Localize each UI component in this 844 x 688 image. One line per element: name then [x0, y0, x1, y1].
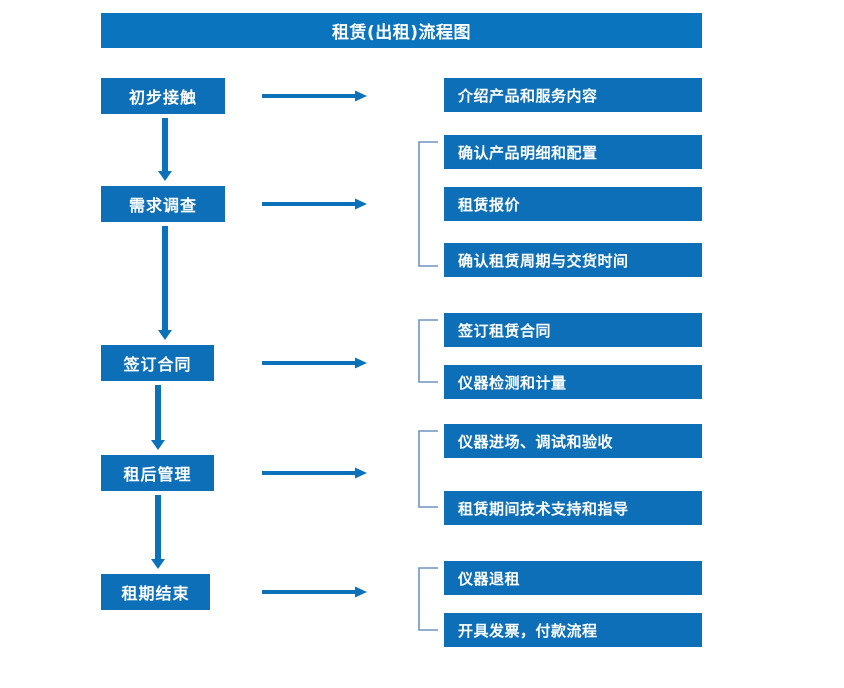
- stage-box-4[interactable]: 租后管理: [101, 455, 214, 491]
- detail-box-8[interactable]: 租赁期间技术支持和指导: [444, 491, 702, 525]
- detail-box-2[interactable]: 确认产品明细和配置: [444, 135, 702, 169]
- right-arrow-icon-5: [262, 586, 367, 598]
- bracket-connector-icon-2: [418, 319, 438, 383]
- detail-box-7[interactable]: 仪器进场、调试和验收: [444, 424, 702, 458]
- detail-box-6[interactable]: 仪器检测和计量: [444, 365, 702, 399]
- right-arrow-icon-1: [262, 90, 367, 102]
- down-arrow-icon-3: [151, 385, 165, 450]
- right-arrow-icon-4: [262, 467, 367, 479]
- down-arrow-icon-2: [158, 226, 172, 340]
- right-arrow-icon-3: [262, 357, 367, 369]
- stage-box-2[interactable]: 需求调查: [101, 186, 225, 222]
- down-arrow-icon-4: [151, 495, 165, 569]
- right-arrow-icon-2: [262, 198, 367, 210]
- stage-box-1[interactable]: 初步接触: [101, 78, 225, 114]
- detail-box-9[interactable]: 仪器退租: [444, 561, 702, 595]
- detail-box-4[interactable]: 确认租赁周期与交货时间: [444, 243, 702, 277]
- bracket-connector-icon-3: [418, 430, 438, 508]
- detail-box-5[interactable]: 签订租赁合同: [444, 313, 702, 347]
- bracket-connector-icon-1: [418, 141, 438, 267]
- detail-box-10[interactable]: 开具发票，付款流程: [444, 613, 702, 647]
- down-arrow-icon-1: [158, 118, 172, 181]
- stage-box-5[interactable]: 租期结束: [101, 574, 210, 610]
- diagram-title: 租赁(出租)流程图: [101, 13, 702, 48]
- stage-box-3[interactable]: 签订合同: [101, 345, 214, 381]
- bracket-connector-icon-4: [418, 567, 438, 631]
- detail-box-1[interactable]: 介绍产品和服务内容: [444, 78, 702, 112]
- detail-box-3[interactable]: 租赁报价: [444, 187, 702, 221]
